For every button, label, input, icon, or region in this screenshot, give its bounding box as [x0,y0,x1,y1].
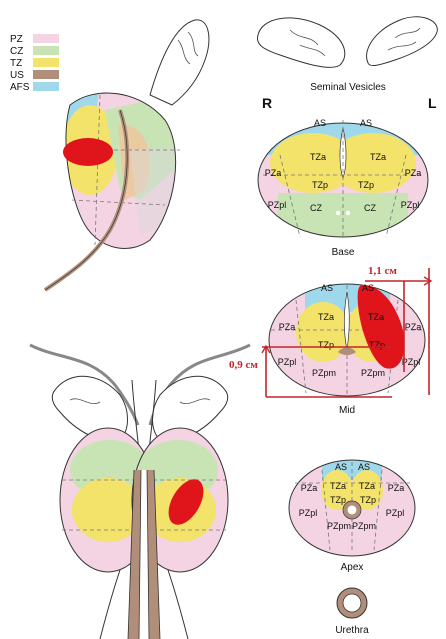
apex-label: PZa [388,483,405,493]
caption-mid: Mid [339,405,355,416]
mid-label: TZp [369,340,385,350]
base-label: PZpl [401,200,420,210]
mid-label: TZa [368,312,384,322]
legend-label-pz: PZ [10,34,23,45]
legend-label-afs: AFS [10,82,30,93]
urethra-section: Urethra [335,588,369,636]
sagittal-lesion [63,138,113,166]
base-section: AS AS TZa TZa TZp TZp PZa PZa PZpl PZpl … [255,118,435,258]
base-label: PZpl [268,200,287,210]
mid-label: PZpm [361,368,385,378]
apex-label: AS [358,462,370,472]
apex-label: TZp [330,495,346,505]
apex-label: AS [335,462,347,472]
legend: PZ CZ TZ US AFS [10,34,59,93]
measurement-vertical: 0,9 см [229,359,258,371]
base-label: PZa [265,168,282,178]
side-label-left: L [428,95,437,111]
base-label: TZp [358,180,374,190]
mid-label: AS [321,283,333,293]
legend-swatch-pz [33,34,59,43]
caption-urethra: Urethra [335,625,369,636]
base-label: AS [314,118,326,128]
measurement-horizontal: 1,1 см [368,265,397,277]
mid-label: PZpm [312,368,336,378]
apex-label: TZa [359,481,375,491]
apex-label: TZa [330,481,346,491]
seminal-vesicle-right [257,18,344,67]
base-label: CZ [364,203,376,213]
legend-label-us: US [10,70,24,81]
legend-label-cz: CZ [10,46,23,57]
mid-label: PZa [279,322,296,332]
sagittal-view [45,20,209,290]
seminal-vesicle-left [367,17,438,66]
coronal-view [30,345,250,639]
caption-apex: Apex [341,562,364,573]
mid-label: TZa [318,312,334,322]
mid-label: AS [362,283,374,293]
mid-label: TZp [318,340,334,350]
base-label: TZa [310,152,326,162]
base-label: TZa [370,152,386,162]
apex-label: PZpl [386,508,405,518]
apex-section: AS AS TZa TZa TZp TZp PZa PZa PZpl PZpl … [285,458,420,573]
legend-swatch-cz [33,46,59,55]
base-label: CZ [310,203,322,213]
apex-label: PZpm [327,521,351,531]
mid-label: PZa [405,322,422,332]
apex-label: PZa [301,483,318,493]
legend-label-tz: TZ [10,58,22,69]
mid-label: PZpl [278,357,297,367]
apex-label: PZpl [299,508,318,518]
legend-swatch-tz [33,58,59,67]
sagittal-seminal-vesicle [150,20,209,105]
caption-seminal-vesicles: Seminal Vesicles [310,82,386,93]
apex-label: PZpm [352,521,376,531]
legend-swatch-us [33,70,59,79]
side-label-right: R [262,95,272,111]
seminal-vesicles-view: Seminal Vesicles [257,17,437,93]
apex-label: TZp [360,495,376,505]
base-label: PZa [405,168,422,178]
legend-swatch-afs [33,82,59,91]
caption-base: Base [332,247,355,258]
base-label: AS [360,118,372,128]
base-label: TZp [312,180,328,190]
mid-section: AS AS TZa TZa TZp TZp PZa PZa PZpl PZpl … [265,280,430,416]
